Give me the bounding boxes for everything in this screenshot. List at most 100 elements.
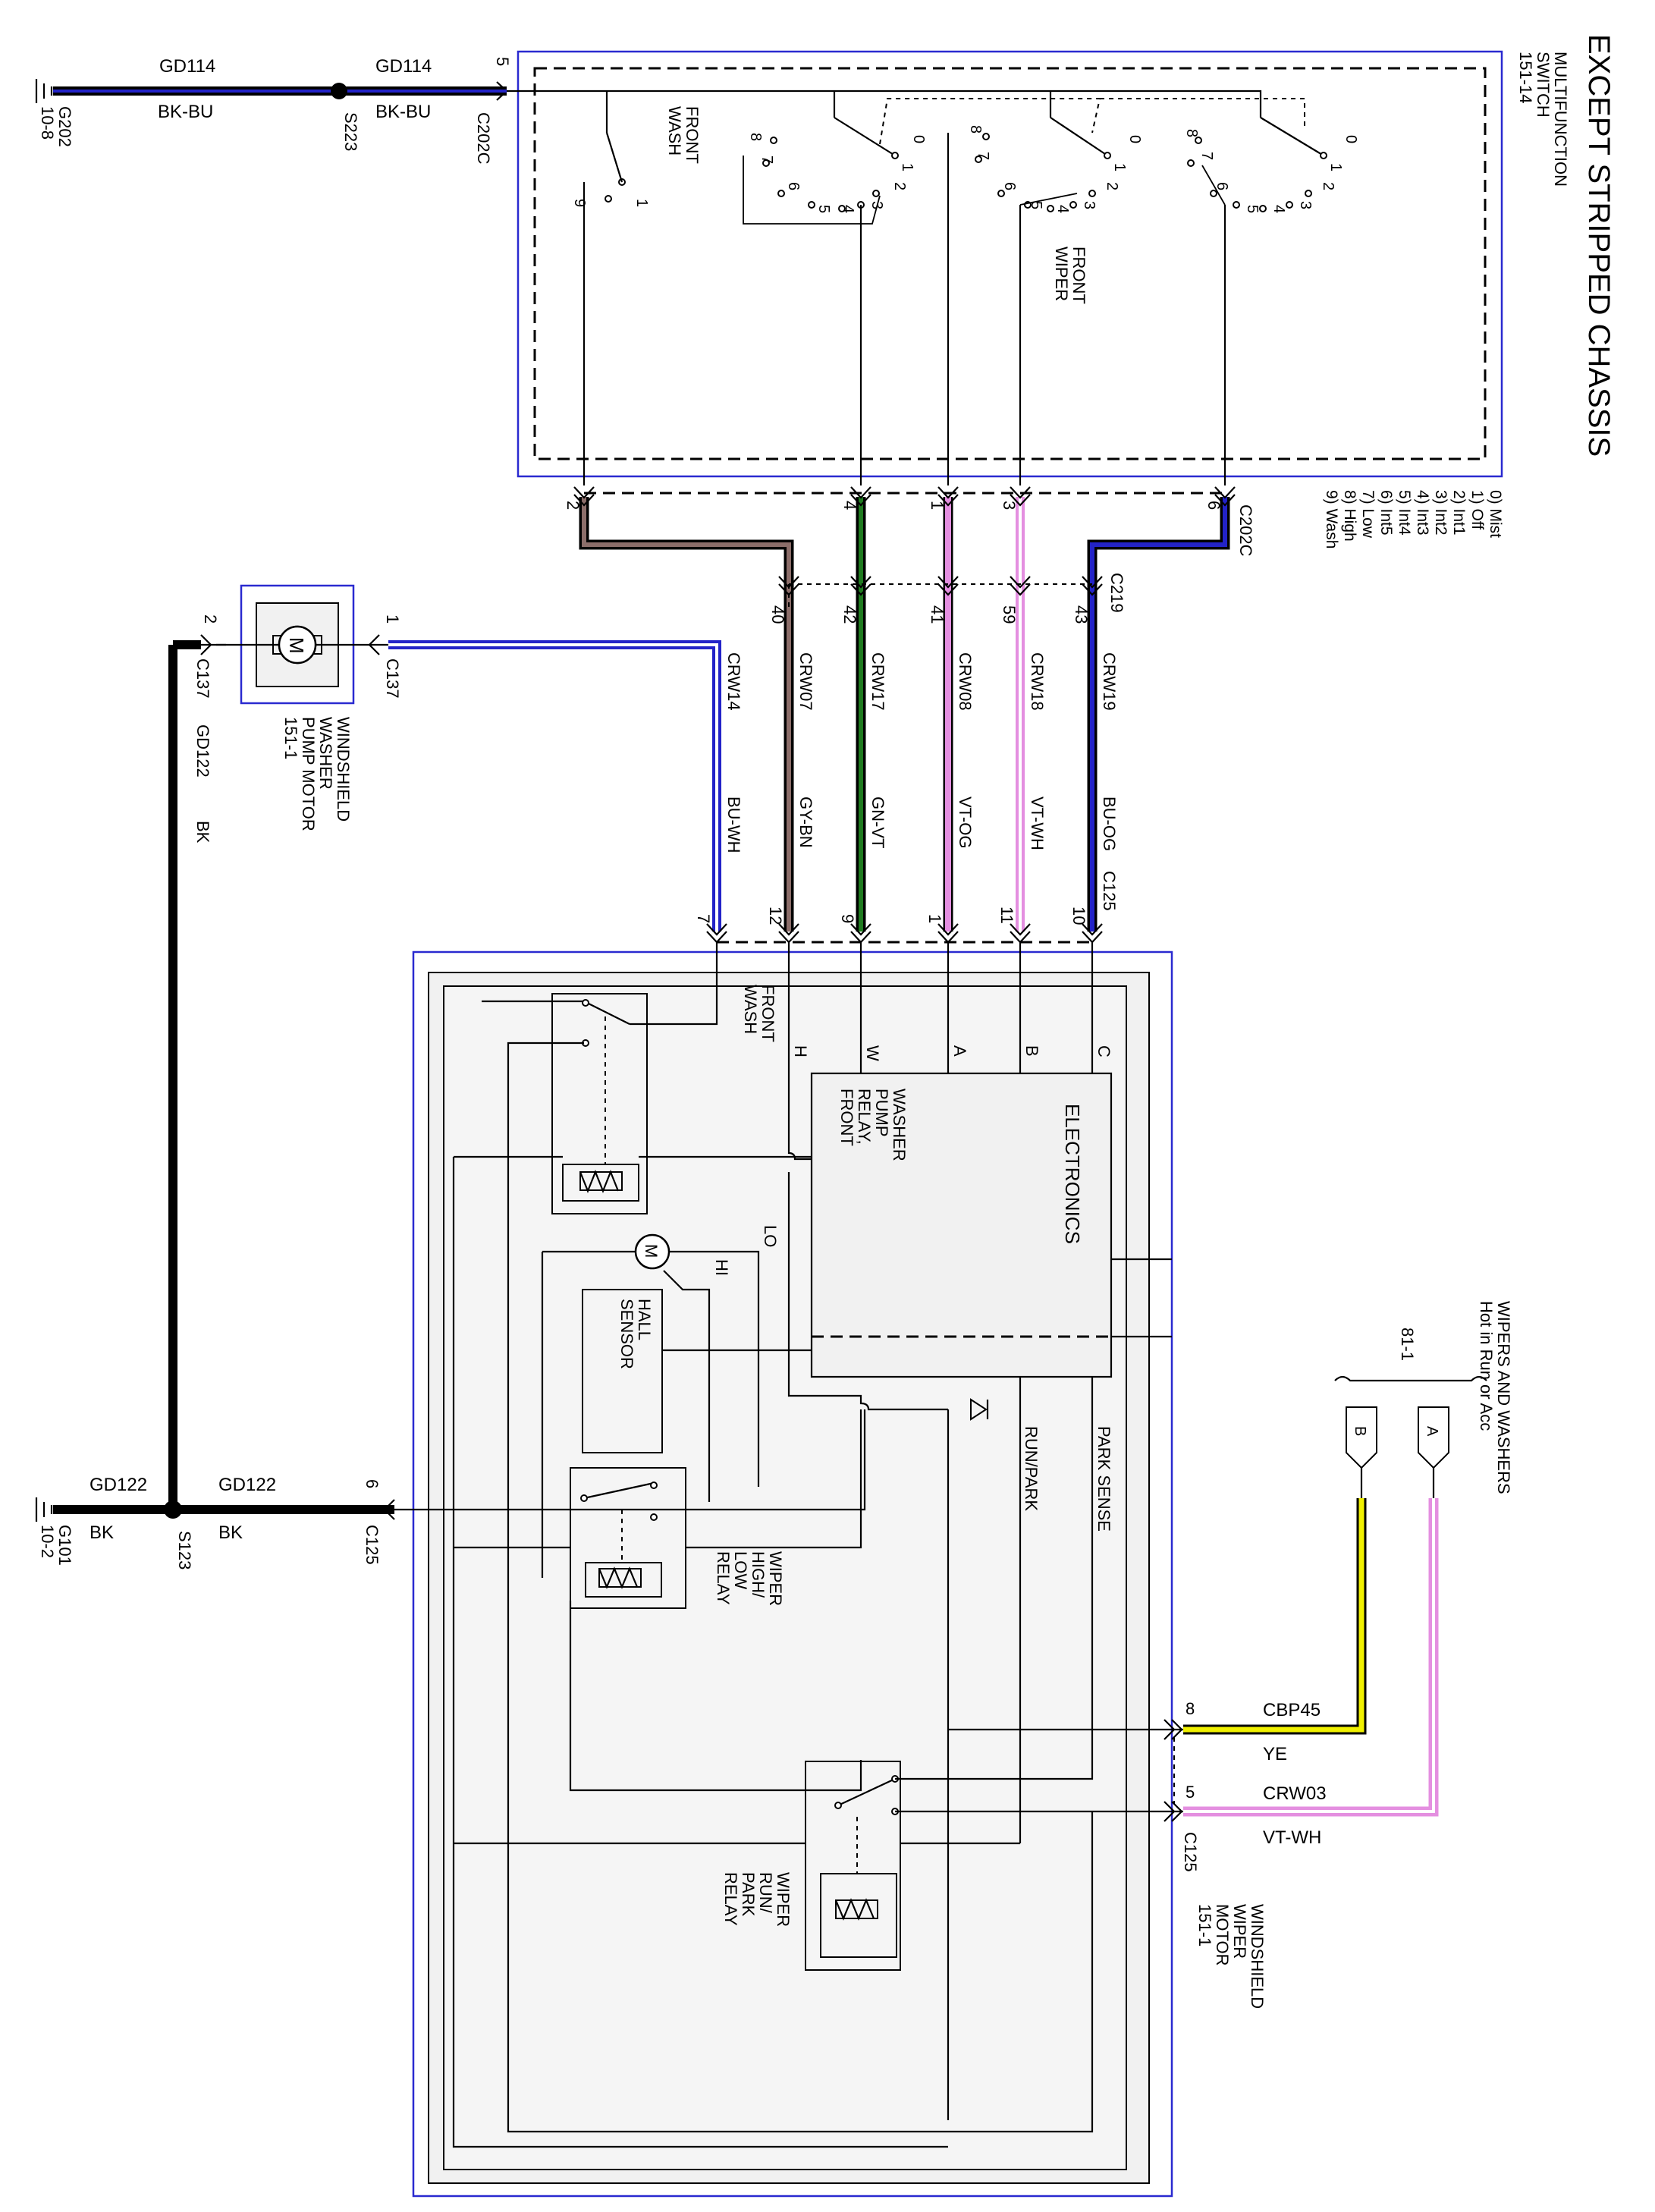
c125-label-top: C125	[1100, 871, 1119, 911]
svg-text:2) Int1: 2) Int1	[1450, 490, 1468, 536]
svg-text:3: 3	[868, 201, 885, 209]
color-crw18: VT-WH	[1028, 797, 1047, 850]
svg-text:WASH: WASH	[741, 985, 760, 1034]
svg-text:WIPER: WIPER	[1052, 247, 1071, 301]
gd122-color-right: BK	[218, 1522, 243, 1543]
power-ref: 81-1	[1398, 1328, 1417, 1361]
svg-text:RELAY,: RELAY,	[855, 1089, 874, 1145]
svg-text:3: 3	[1081, 201, 1098, 209]
c125-pin-crw19: 10	[1069, 906, 1088, 925]
motor-lo-label: LO	[761, 1225, 780, 1247]
c125-label-left: C125	[363, 1525, 382, 1565]
c137-label-left: C137	[193, 658, 212, 699]
svg-text:HALL: HALL	[635, 1299, 654, 1340]
circuit-crw03: CRW03	[1263, 1783, 1327, 1804]
circuit-crw18: CRW18	[1028, 652, 1047, 711]
svg-text:W: W	[863, 1045, 882, 1061]
svg-text:MOTOR: MOTOR	[1213, 1904, 1232, 1965]
circuit-crw17: CRW17	[868, 652, 887, 711]
pump-motor-name: WINDSHIELD WASHER PUMP MOTOR 151-1	[281, 717, 353, 831]
wire-crw14	[388, 640, 721, 932]
c219-pin-crw07: 40	[768, 605, 787, 624]
svg-text:6: 6	[1214, 182, 1230, 190]
wiper-rotary-switch-1: 0 1 2 3 4 5 6 7 8	[743, 117, 927, 485]
c202c-pin-crw18: 3	[1000, 501, 1019, 510]
svg-text:3: 3	[1297, 201, 1314, 209]
svg-text:A: A	[1424, 1426, 1440, 1437]
ground-g202-ref: 10-8	[38, 106, 57, 140]
wire-crw07	[579, 497, 794, 932]
c125-pin-6: 6	[363, 1479, 382, 1488]
gd114-color-left: BK-BU	[158, 102, 213, 122]
svg-text:WASHER: WASHER	[890, 1089, 909, 1161]
svg-text:1: 1	[1111, 163, 1128, 171]
svg-text:WASHER: WASHER	[316, 717, 335, 790]
ground-g101: G101	[55, 1525, 74, 1566]
c202c-pin-crw17: 4	[840, 501, 859, 510]
svg-text:WINDSHIELD: WINDSHIELD	[1248, 1904, 1267, 2009]
run-park-label: RUN/PARK	[1022, 1426, 1041, 1511]
wiper-rotary-switch-2: FRONT WIPER 0 1 2 3 4 5 6 7 8	[947, 117, 1143, 485]
c125-pin-crw14: 7	[694, 914, 713, 923]
svg-text:PUMP MOTOR: PUMP MOTOR	[299, 717, 318, 831]
electronics-box	[810, 1072, 1113, 1378]
splice-s123	[164, 1500, 182, 1519]
svg-text:0: 0	[910, 135, 927, 143]
svg-text:WIPER: WIPER	[766, 1551, 785, 1606]
svg-text:FRONT: FRONT	[837, 1089, 856, 1146]
c219-pin-crw19: 43	[1072, 605, 1091, 624]
svg-text:H: H	[791, 1045, 810, 1057]
power-pin-a: A	[1418, 1406, 1449, 1498]
svg-text:5: 5	[1244, 205, 1261, 213]
gd122-color-vertical: BK	[193, 821, 212, 844]
wiper-high-low-relay: WIPER HIGH/ LOW RELAY	[454, 1409, 862, 1792]
multifunction-switch-name: MULTIFUNCTION SWITCH 151-14	[1516, 52, 1570, 187]
splice-s223	[331, 83, 347, 99]
ground-g101-ref: 10-2	[38, 1525, 57, 1558]
svg-text:MULTIFUNCTION: MULTIFUNCTION	[1551, 52, 1570, 187]
wire-labels: 2 4 1 3 6 40 42 41 59 43 CRW14 CRW07 CRW…	[564, 501, 1223, 925]
gd122-circuit-right: GD122	[218, 1475, 276, 1495]
bottom-ground-circuit: G101 10-2 S123 GD122 BK GD122 BK 6 C125	[35, 1475, 395, 1569]
color-crw07: GY-BN	[796, 797, 815, 848]
wiper-motor-name: WINDSHIELD WIPER MOTOR 151-1	[1195, 1904, 1267, 2009]
svg-text:0) Mist: 0) Mist	[1487, 490, 1504, 538]
svg-text:9: 9	[571, 199, 588, 207]
svg-text:8: 8	[967, 125, 984, 134]
electronics-label: ELECTRONICS	[1061, 1104, 1084, 1244]
washer-pump-relay-label: WASHER PUMP RELAY, FRONT	[837, 1089, 909, 1161]
gd114-color-right: BK-BU	[375, 102, 431, 122]
svg-text:WINDSHIELD: WINDSHIELD	[334, 717, 353, 822]
svg-text:5: 5	[815, 205, 832, 213]
park-sense-label: PARK SENSE	[1094, 1426, 1113, 1532]
svg-text:1: 1	[1327, 163, 1344, 171]
svg-text:SWITCH: SWITCH	[1534, 52, 1553, 118]
pump-motor-symbol: M	[285, 637, 308, 654]
svg-text:1) Off: 1) Off	[1468, 490, 1486, 529]
gd122-circuit-left: GD122	[90, 1475, 147, 1495]
c125-pin-cbp45: 8	[1186, 1699, 1195, 1718]
connector-arrows	[573, 486, 1236, 944]
svg-text:2: 2	[1104, 182, 1120, 190]
harness-wires	[388, 497, 1230, 932]
svg-text:2: 2	[1320, 182, 1336, 190]
pump-pin-left: 2	[201, 614, 220, 624]
svg-text:6: 6	[785, 182, 802, 190]
front-wash-relay: FRONT WASH	[454, 942, 812, 1828]
svg-text:0: 0	[1343, 135, 1359, 143]
svg-text:HIGH/: HIGH/	[749, 1551, 768, 1598]
wiper-rotary-switch-3: 0 1 2 3 4 5 6 7 8	[1183, 117, 1359, 485]
ground-g202: G202	[55, 106, 74, 147]
pump-ground-wire: GD122 BK C137	[168, 640, 212, 1510]
c125-pin-crw18: 11	[997, 906, 1016, 924]
gd114-circuit-left: GD114	[159, 56, 215, 77]
wiper-drive-motor: M LO HI	[541, 1225, 780, 1578]
svg-text:PUMP: PUMP	[872, 1089, 891, 1137]
c219-pin-crw18: 59	[1000, 605, 1019, 624]
power-pin-b: B	[1346, 1406, 1377, 1498]
svg-text:8) High: 8) High	[1341, 490, 1358, 542]
wiper-motor-module: ELECTRONICS WASHER PUMP RELAY, FRONT H W…	[394, 942, 1183, 2198]
top-ground-circuit: G202 10-8 S223 GD114 BK-BU GD114 BK-BU	[35, 56, 507, 151]
svg-text:PARK: PARK	[739, 1872, 758, 1917]
svg-text:4: 4	[1270, 205, 1287, 213]
